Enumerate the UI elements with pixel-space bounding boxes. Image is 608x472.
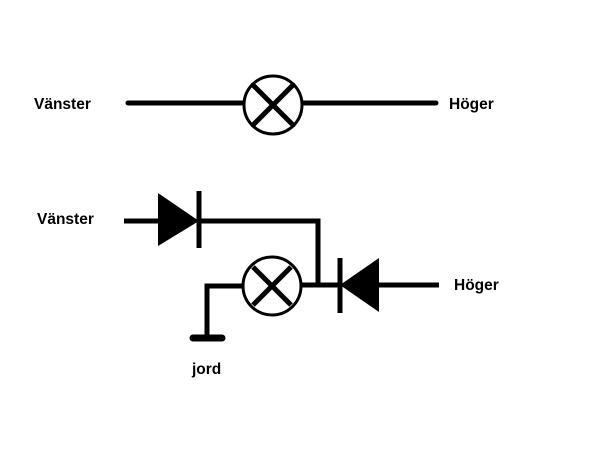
right-diode-icon bbox=[337, 258, 379, 313]
bottom-left-label: Vänster bbox=[37, 211, 94, 228]
bottom-wire-ground bbox=[204, 283, 243, 337]
top-circuit bbox=[125, 74, 439, 136]
bottom-lamp-icon bbox=[241, 255, 303, 317]
left-diode-icon bbox=[158, 191, 202, 248]
top-left-label: Vänster bbox=[34, 96, 91, 113]
bottom-wire-top-run bbox=[199, 218, 321, 285]
bottom-right-label: Höger bbox=[454, 277, 499, 294]
bottom-circuit bbox=[124, 191, 439, 342]
ground-label: jord bbox=[192, 361, 222, 378]
top-right-label: Höger bbox=[449, 96, 494, 113]
top-lamp-icon bbox=[242, 74, 304, 136]
